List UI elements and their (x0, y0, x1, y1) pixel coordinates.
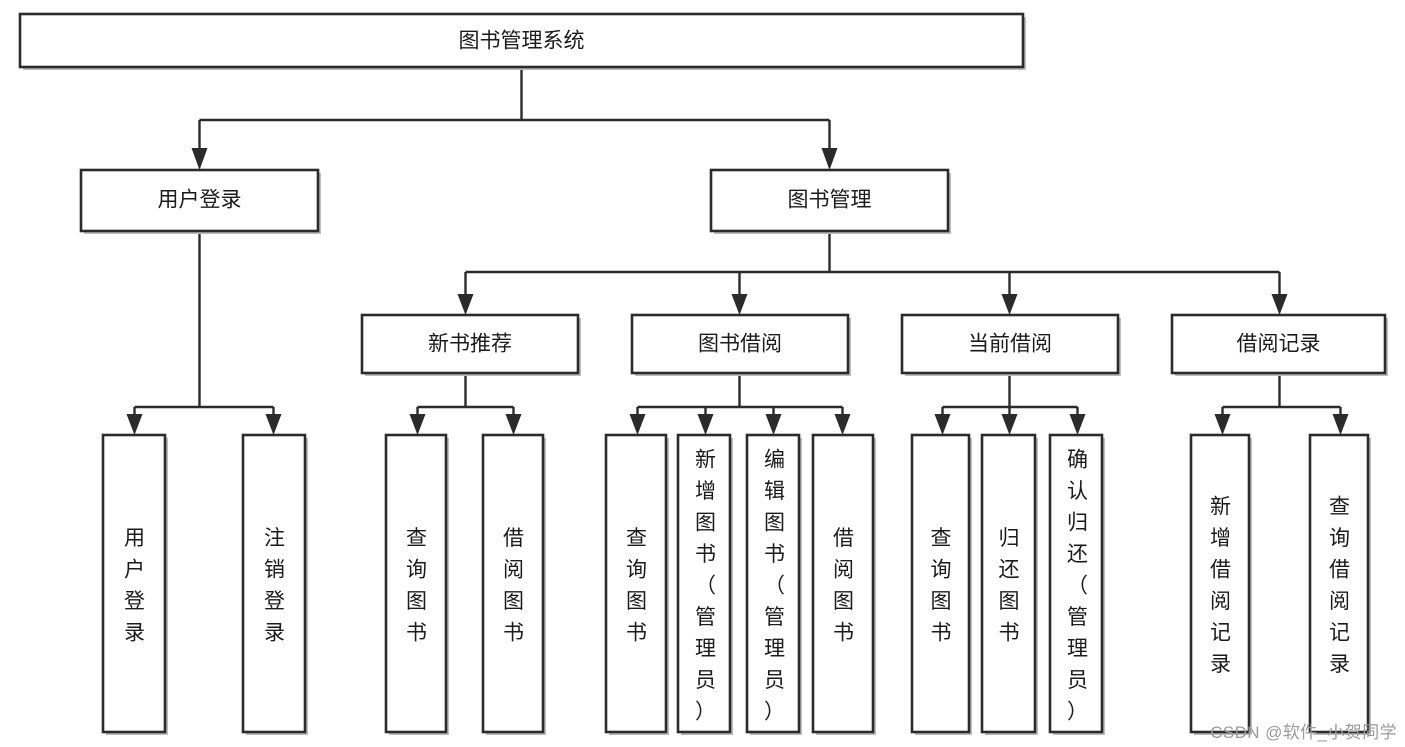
leaf-query-book-2-box (604, 433, 668, 734)
new-book-recommend-label: 新书推荐 (428, 333, 512, 356)
arrow-leaf-add-book (697, 414, 714, 435)
arrow-to-borrow-record (1271, 294, 1288, 315)
user-login-box (79, 168, 320, 233)
node-leaf-confirm-return[interactable]: 确认归还（管理员） (1048, 433, 1105, 735)
node-borrow-record[interactable]: 借阅记录 (1170, 313, 1388, 376)
node-leaf-edit-book[interactable]: 编辑图书（管理员） (745, 433, 802, 735)
node-leaf-logout-login[interactable]: 注销登录 (241, 433, 308, 735)
leaf-query-record-label: 查询借阅记录 (1329, 496, 1350, 677)
leaf-query-book-1-label: 查询图书 (406, 527, 427, 645)
borrow-record-label: 借阅记录 (1237, 333, 1321, 356)
node-leaf-borrow-book-1[interactable]: 借阅图书 (481, 433, 546, 735)
node-leaf-add-record[interactable]: 新增借阅记录 (1189, 433, 1252, 735)
root-label: 图书管理系统 (459, 30, 585, 53)
borrow-record-box (1170, 313, 1387, 375)
node-leaf-return-book[interactable]: 归还图书 (980, 433, 1038, 735)
node-book-borrow[interactable]: 图书借阅 (630, 313, 851, 376)
leaf-add-book-box (676, 433, 732, 734)
leaf-borrow-book-2-box (811, 433, 875, 734)
node-book-management[interactable]: 图书管理 (709, 168, 951, 234)
book-management-box (709, 168, 950, 233)
leaf-borrow-book-1-label: 借阅图书 (503, 527, 524, 645)
leaf-borrow-book-2-label: 借阅图书 (833, 527, 854, 645)
leaf-edit-book-label: 编辑图书（管理员） (764, 448, 785, 723)
node-leaf-query-record[interactable]: 查询借阅记录 (1308, 433, 1371, 735)
arrow-leaf-query-book-3 (934, 414, 951, 435)
csdn-watermark: CSDN @软件_小贺同学 (1210, 723, 1397, 742)
leaf-query-book-3-label: 查询图书 (931, 527, 952, 645)
leaf-query-book-2-label: 查询图书 (626, 527, 647, 645)
root-box (18, 12, 1025, 69)
arrow-to-new-book-recommend (457, 294, 474, 315)
leaf-add-record-label: 新增借阅记录 (1210, 496, 1231, 677)
book-borrow-label: 图书借阅 (698, 333, 782, 356)
arrow-leaf-borrow-book-1 (505, 414, 522, 435)
node-leaf-user-login[interactable]: 用户登录 (101, 433, 168, 735)
node-current-borrow[interactable]: 当前借阅 (900, 313, 1121, 376)
leaf-borrow-book-1-box (481, 433, 545, 734)
current-borrow-label: 当前借阅 (968, 333, 1052, 356)
arrow-to-current-borrow (1001, 294, 1018, 315)
leaf-add-record-box (1189, 433, 1251, 734)
new-book-recommend-box (360, 313, 580, 375)
arrow-to-book-borrow (731, 294, 748, 315)
leaf-query-book-1-box (384, 433, 448, 734)
leaf-user-login-label: 用户登录 (124, 527, 145, 645)
leaf-confirm-return-box (1048, 433, 1104, 734)
node-leaf-query-book-3[interactable]: 查询图书 (910, 433, 972, 735)
arrow-to-book-management (821, 148, 838, 170)
leaf-return-book-box (980, 433, 1037, 734)
leaf-confirm-return-label: 确认归还（管理员） (1067, 448, 1088, 723)
leaf-add-book-label: 新增图书（管理员） (695, 448, 716, 723)
leaf-return-book-label: 归还图书 (999, 527, 1020, 645)
node-leaf-borrow-book-2[interactable]: 借阅图书 (811, 433, 876, 735)
leaf-user-login-box (101, 433, 167, 734)
node-root[interactable]: 图书管理系统 (18, 12, 1026, 70)
leaf-logout-login-label: 注销登录 (264, 527, 285, 645)
arrow-leaf-logout-login (265, 414, 282, 435)
arrow-leaf-edit-book (765, 414, 782, 435)
node-new-book-recommend[interactable]: 新书推荐 (360, 313, 581, 376)
arrow-leaf-return-book (1001, 414, 1018, 435)
arrow-leaf-query-book-1 (409, 414, 426, 435)
arrow-leaf-confirm-return (1069, 414, 1086, 435)
arrow-leaf-query-record (1332, 414, 1349, 435)
arrow-leaf-user-login (126, 414, 143, 435)
arrow-leaf-add-record (1214, 414, 1231, 435)
user-login-label: 用户登录 (158, 189, 242, 212)
book-borrow-box (630, 313, 850, 375)
arrow-leaf-query-book-2 (629, 414, 646, 435)
arrow-leaf-borrow-book-2 (834, 414, 851, 435)
node-leaf-query-book-2[interactable]: 查询图书 (604, 433, 669, 735)
arrow-to-user-login (191, 148, 208, 170)
node-user-login[interactable]: 用户登录 (79, 168, 321, 234)
connector-layer (126, 69, 1349, 435)
node-leaf-add-book[interactable]: 新增图书（管理员） (676, 433, 733, 735)
leaf-query-book-3-box (910, 433, 971, 734)
node-leaf-query-book-1[interactable]: 查询图书 (384, 433, 449, 735)
leaf-query-record-box (1308, 433, 1370, 734)
current-borrow-box (900, 313, 1120, 375)
leaf-edit-book-box (745, 433, 801, 734)
leaf-logout-login-box (241, 433, 307, 734)
book-management-label: 图书管理 (788, 189, 872, 212)
